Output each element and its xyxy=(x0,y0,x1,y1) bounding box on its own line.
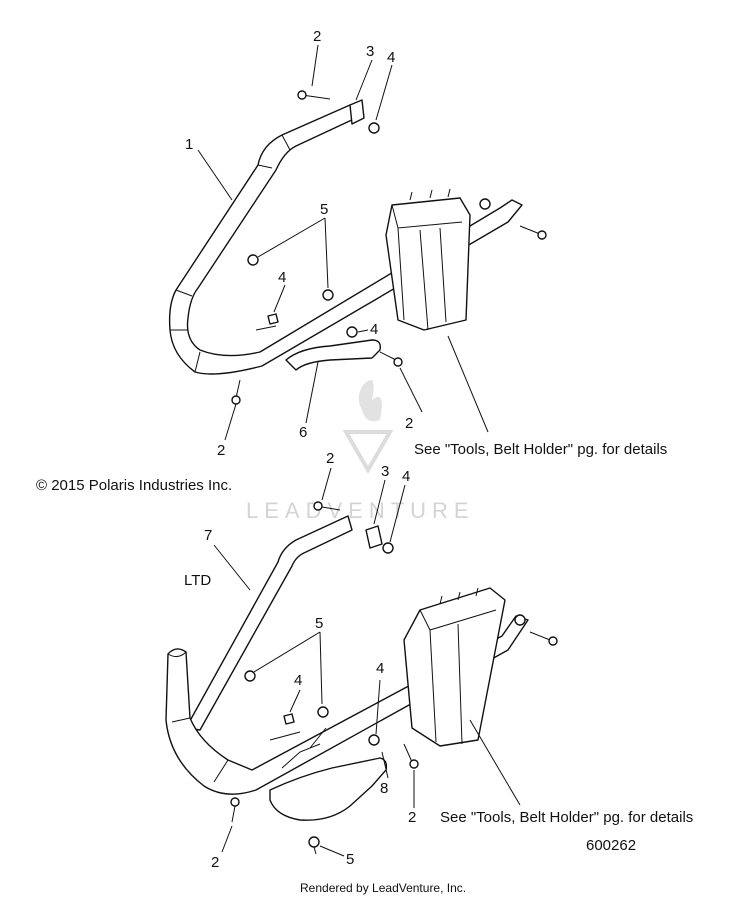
nut-part-4-upper-left xyxy=(255,313,279,331)
callout-number: 3 xyxy=(381,463,389,480)
callout-number: 2 xyxy=(313,28,321,45)
bolt-lower-top xyxy=(313,501,341,511)
bolt-upper-top xyxy=(297,90,331,100)
copyright-text: © 2015 Polaris Industries Inc. xyxy=(36,477,232,494)
clip-part-3-upper xyxy=(349,99,365,125)
nut-part-4-upper-top xyxy=(368,122,380,134)
nut-part-4-lower-top xyxy=(382,542,394,554)
callout-number: 2 xyxy=(326,450,334,467)
callout-number: 2 xyxy=(217,442,225,459)
clip-part-3-lower xyxy=(365,525,383,549)
rivet-part-5-lower-a xyxy=(244,670,256,682)
upper-leaders xyxy=(197,44,489,441)
callout-number: 4 xyxy=(278,269,286,286)
rack-bar-part-7 xyxy=(185,515,353,731)
bolt-part-2-lower-right xyxy=(403,743,419,769)
callout-number: 5 xyxy=(320,201,328,218)
callout-number: 5 xyxy=(346,851,354,868)
callout-number: 4 xyxy=(376,660,384,677)
callout-number: 2 xyxy=(405,415,413,432)
belt-holder-reference-note-upper: See "Tools, Belt Holder" pg. for details xyxy=(414,441,667,458)
nut-upper-right xyxy=(479,198,491,210)
callout-number: 3 xyxy=(366,43,374,60)
callout-number: 6 xyxy=(299,424,307,441)
variant-label-ltd: LTD xyxy=(184,572,211,589)
nut-part-4-upper-mid xyxy=(346,326,358,338)
skid-plate-part-8 xyxy=(269,757,388,821)
callout-number: 5 xyxy=(315,615,323,632)
belt-holder-reference-note-lower: See "Tools, Belt Holder" pg. for details xyxy=(440,809,693,826)
watermark-text: LEADVENTURE xyxy=(246,498,475,523)
bracket-part-6 xyxy=(285,339,382,371)
callout-number: 8 xyxy=(380,780,388,797)
callout-number: 4 xyxy=(402,468,410,485)
callout-number: 2 xyxy=(211,854,219,871)
rivet-part-5-lower-bottom xyxy=(308,836,320,855)
bolt-part-2-upper-right xyxy=(379,351,403,367)
bolt-upper-right xyxy=(519,225,547,240)
nut-part-4-lower-mid xyxy=(368,734,380,746)
bolt-lower-right xyxy=(529,631,558,646)
bolt-part-2-lower-left xyxy=(230,797,240,823)
belt-holder-upper xyxy=(385,197,471,331)
rivet-part-5-upper-a xyxy=(247,254,259,266)
upper-assembly: 2 3 4 1 5 4 4 2 2 6 See "Tools, Belt Hol… xyxy=(168,28,667,459)
figure-number: 600262 xyxy=(586,837,636,854)
leadventure-watermark: LEADVENTURE xyxy=(246,380,475,523)
lower-leaders xyxy=(213,467,521,857)
lower-callouts: 2 3 4 7 5 4 4 8 2 2 5 xyxy=(204,450,416,871)
lower-assembly: 2 3 4 7 5 4 4 8 2 2 5 LTD See "Tools, Be… xyxy=(165,450,693,871)
callout-number: 1 xyxy=(185,136,193,153)
rack-bar-part-1 xyxy=(168,104,523,375)
callout-number: 2 xyxy=(408,809,416,826)
callout-number: 4 xyxy=(370,321,378,338)
upper-callouts: 2 3 4 1 5 4 4 2 2 6 xyxy=(185,28,413,459)
bolt-part-2-upper-left xyxy=(231,379,241,405)
rivet-part-5-upper-b xyxy=(322,289,334,301)
nut-lower-right xyxy=(514,614,526,626)
callout-number: 7 xyxy=(204,527,212,544)
rivet-part-5-lower-b xyxy=(317,706,329,718)
callout-number: 4 xyxy=(294,672,302,689)
nut-part-4-lower-left xyxy=(269,713,301,741)
callout-number: 4 xyxy=(387,49,395,66)
footer-rendered-by: Rendered by LeadVenture, Inc. xyxy=(300,881,466,895)
